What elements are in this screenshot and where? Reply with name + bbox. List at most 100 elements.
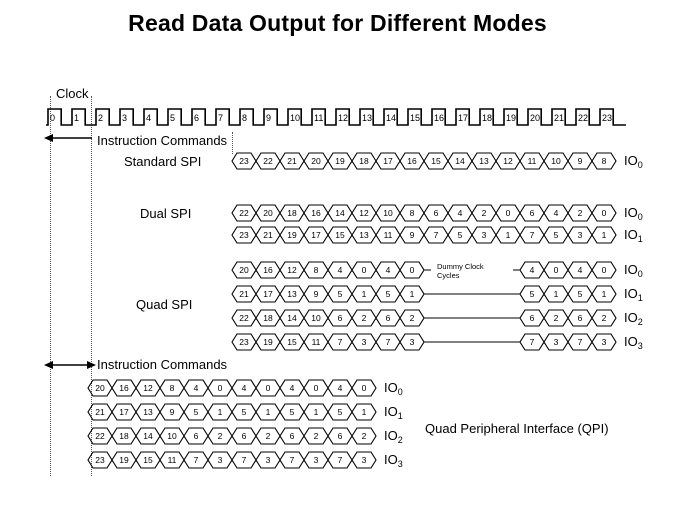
io-label-IO1: IO1	[624, 286, 643, 303]
data-cell: 0	[409, 265, 415, 275]
data-cell: 0	[553, 265, 559, 275]
data-cell: 9	[313, 289, 319, 299]
clock-cycle-3: 3	[122, 113, 128, 123]
guide-line-data-start	[232, 132, 233, 154]
data-cell: 18	[263, 313, 273, 323]
data-cell: 5	[337, 407, 343, 417]
data-cell: 7	[337, 455, 343, 465]
data-cell: 10	[383, 208, 393, 218]
data-cell: 11	[167, 455, 177, 465]
data-cell: 8	[601, 156, 607, 166]
waveform-path	[231, 309, 617, 327]
io-label-IO1: IO1	[384, 404, 403, 421]
page-title: Read Data Output for Different Modes	[128, 10, 547, 36]
data-cell: 6	[433, 208, 439, 218]
qpi-caption: Quad Peripheral Interface (QPI)	[425, 421, 609, 436]
data-cell: 2	[217, 431, 223, 441]
io-label-IO1: IO1	[624, 227, 643, 244]
data-cell: 9	[169, 407, 175, 417]
data-cell: 2	[313, 431, 319, 441]
data-cell: 19	[287, 230, 297, 240]
data-cell: 18	[287, 208, 297, 218]
data-cell: 5	[457, 230, 463, 240]
data-cell: 4	[457, 208, 463, 218]
data-cell: 7	[529, 230, 535, 240]
data-cell: 6	[241, 431, 247, 441]
data-cell: 23	[239, 230, 249, 240]
data-cell: 11	[311, 337, 321, 347]
mode-label-dual-spi: Dual SPI	[140, 206, 192, 221]
data-cell: 5	[553, 230, 559, 240]
data-cell: 20	[263, 208, 273, 218]
data-cell: 23	[95, 455, 105, 465]
data-cell: 15	[287, 337, 297, 347]
data-cell: 19	[335, 156, 345, 166]
data-cell: 14	[287, 313, 297, 323]
clock-cycle-19: 19	[506, 113, 517, 123]
data-cell: 2	[409, 313, 415, 323]
clock-waveform-svg	[46, 108, 626, 126]
instruction-commands-label-top: Instruction Commands	[97, 133, 228, 148]
data-cell: 6	[529, 208, 535, 218]
clock-cycle-1: 1	[74, 113, 80, 123]
data-cell: 3	[553, 337, 559, 347]
data-cell: 5	[385, 289, 391, 299]
data-cell: 13	[359, 230, 369, 240]
data-cell: 3	[601, 337, 607, 347]
data-cell: 4	[337, 383, 343, 393]
data-cell: 19	[119, 455, 129, 465]
clock-label: Clock	[56, 86, 89, 101]
clock-cycle-0: 0	[50, 113, 56, 123]
data-cell: 8	[169, 383, 175, 393]
data-cell: 16	[263, 265, 273, 275]
data-cell: 21	[95, 407, 105, 417]
clock-cycle-14: 14	[386, 113, 397, 123]
data-cell: 10	[311, 313, 321, 323]
data-cell: 6	[529, 313, 535, 323]
data-cell: 16	[311, 208, 321, 218]
data-cell: 3	[481, 230, 487, 240]
data-cell: 21	[287, 156, 297, 166]
waveform-path	[87, 451, 377, 469]
instruction-commands-label-bottom: Instruction Commands	[97, 357, 228, 372]
data-cell: 23	[239, 337, 249, 347]
waveform-path	[231, 261, 617, 279]
data-cell: 21	[263, 230, 273, 240]
data-cell: 4	[577, 265, 583, 275]
data-cell: 1	[601, 289, 607, 299]
clock-cycle-12: 12	[338, 113, 349, 123]
io-label-IO0: IO0	[624, 205, 643, 222]
clock-cycle-21: 21	[554, 113, 565, 123]
data-cell: 5	[529, 289, 535, 299]
data-cell: 0	[601, 208, 607, 218]
instruction-commands-arrow-bottom	[44, 360, 96, 370]
clock-cycle-7: 7	[218, 113, 224, 123]
data-cell: 6	[337, 313, 343, 323]
data-cell: 4	[529, 265, 535, 275]
data-cell: 7	[577, 337, 583, 347]
data-cell: 15	[143, 455, 153, 465]
io-label-IO2: IO2	[624, 310, 643, 327]
data-cell: 6	[577, 313, 583, 323]
data-cell: 1	[265, 407, 271, 417]
data-cell: 5	[337, 289, 343, 299]
data-cell: 2	[553, 313, 559, 323]
data-cell: 20	[95, 383, 105, 393]
clock-cycle-23: 23	[602, 113, 613, 123]
data-cell: 9	[409, 230, 415, 240]
data-cell: 7	[337, 337, 343, 347]
data-cell: 4	[385, 265, 391, 275]
clock-cycle-9: 9	[266, 113, 272, 123]
data-cell: 14	[143, 431, 153, 441]
data-cell: 13	[143, 407, 153, 417]
waveform-path	[87, 403, 377, 421]
clock-cycle-6: 6	[194, 113, 200, 123]
data-cell: 1	[361, 407, 367, 417]
data-cell: 0	[217, 383, 223, 393]
data-cell: 6	[193, 431, 199, 441]
